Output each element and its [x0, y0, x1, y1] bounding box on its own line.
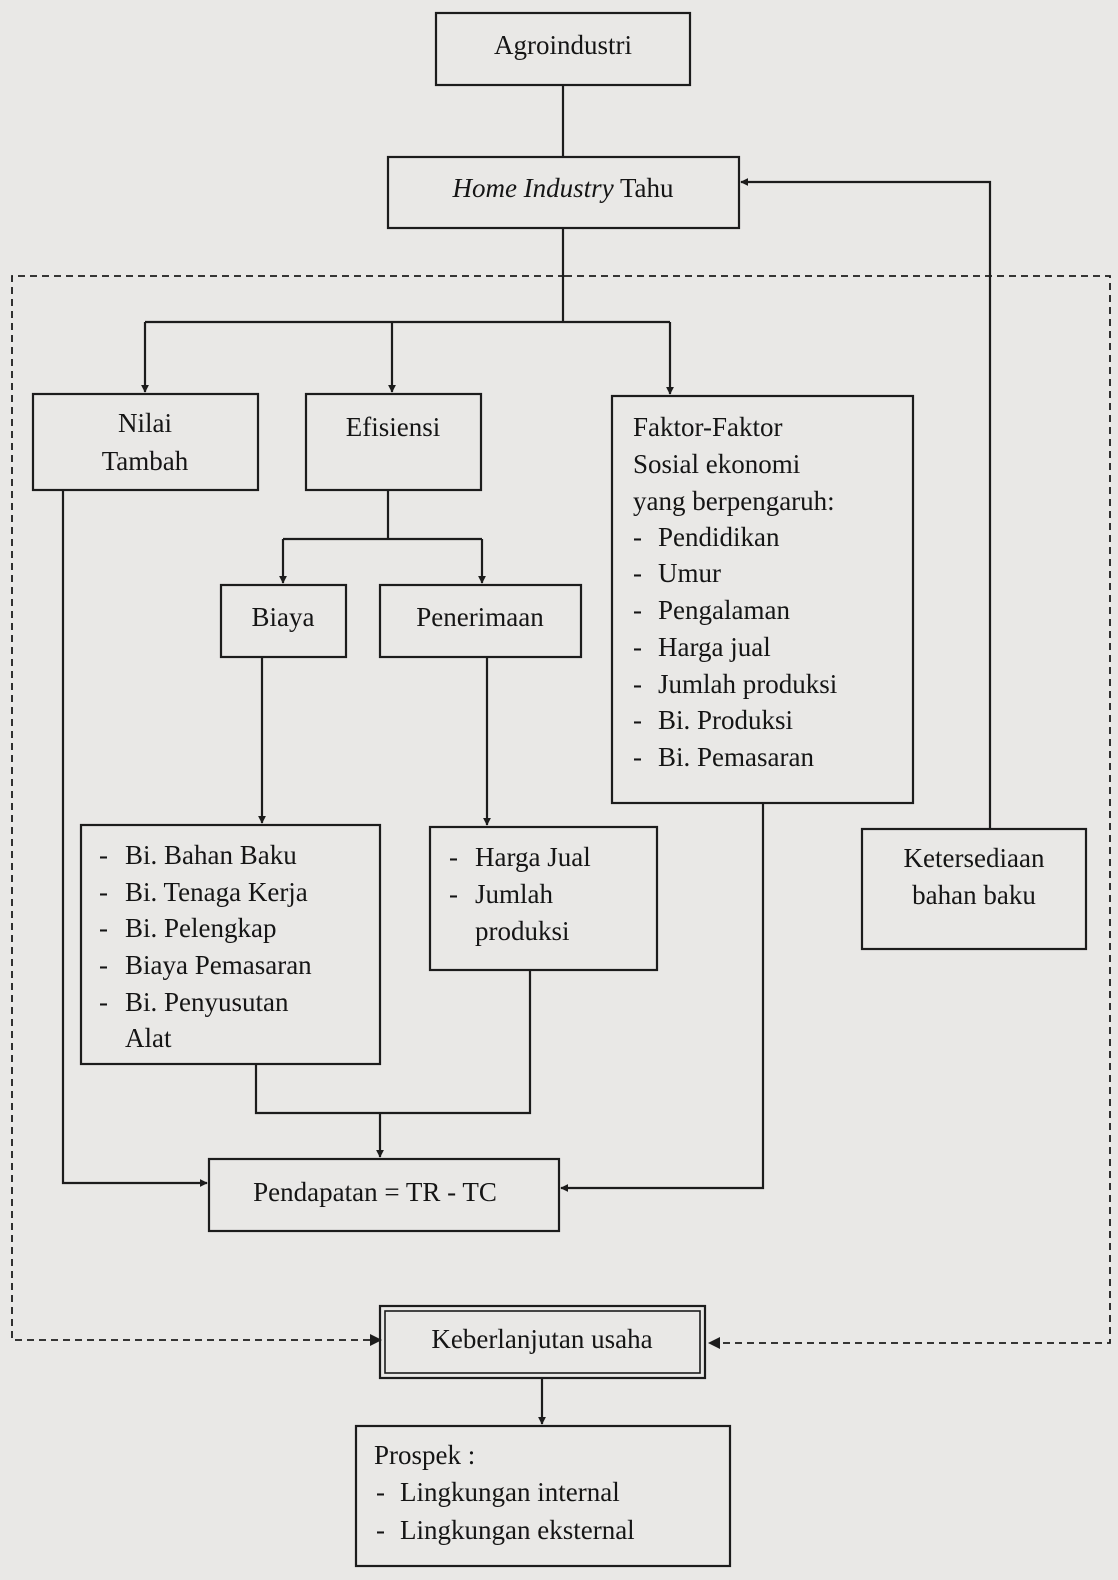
faktor-item: Bi. Pemasaran — [658, 742, 814, 772]
box-agroindustri: Agroindustri — [434, 11, 692, 87]
box-keberlanjutan-usaha: Keberlanjutan usaha — [378, 1304, 707, 1380]
box-faktor-sosial-ekonomi: Faktor-Faktor Sosial ekonomi yang berpen… — [610, 394, 915, 805]
faktor-item: Jumlah produksi — [658, 669, 837, 699]
arrow-ketersediaan-to-home-industry — [740, 178, 992, 829]
box-nilai-tambah: Nilai Tambah — [31, 392, 260, 492]
faktor-item: Pengalaman — [658, 595, 790, 625]
prospek-bullet: - — [376, 1515, 385, 1545]
faktor-bullet: - — [633, 705, 642, 735]
nilai-tambah-line-1: Nilai — [118, 408, 172, 438]
box-pendapatan: Pendapatan = TR - TC — [207, 1157, 561, 1233]
biaya-item-continued: Alat — [125, 1023, 172, 1053]
penerimaan-item-continued: produksi — [475, 916, 570, 946]
faktor-item: Harga jual — [658, 632, 771, 662]
dashed-arrowhead-left — [370, 1334, 382, 1346]
penerimaan-item: Harga Jual — [475, 842, 591, 872]
prospek-bullet: - — [376, 1477, 385, 1507]
penerimaan-label: Penerimaan — [416, 602, 544, 632]
scope-boundary-dashed — [11, 275, 565, 1341]
faktor-item: Bi. Produksi — [658, 705, 793, 735]
prospek-heading: Prospek : — [374, 1440, 475, 1470]
box-biaya: Biaya — [219, 583, 348, 659]
arrow-faktor-to-pendapatan — [560, 803, 765, 1192]
dashed-arrowhead-right — [708, 1337, 720, 1349]
box-penerimaan-items: - Harga Jual - Jumlah produksi — [428, 825, 659, 972]
biaya-item: Biaya Pemasaran — [125, 950, 312, 980]
faktor-heading-2: Sosial ekonomi — [633, 449, 800, 479]
faktor-heading-3: yang berpengaruh: — [633, 486, 835, 516]
scope-boundary-dashed-right — [565, 275, 1111, 1344]
biaya-items-list: - Bi. Bahan Baku - Bi. Tenaga Kerja - Bi… — [99, 840, 312, 1053]
biaya-bullet: - — [99, 840, 108, 870]
faktor-item: Umur — [658, 558, 721, 588]
biaya-bullet: - — [99, 950, 108, 980]
box-biaya-items: - Bi. Bahan Baku - Bi. Tenaga Kerja - Bi… — [79, 823, 382, 1066]
faktor-heading-1: Faktor-Faktor — [633, 412, 782, 442]
biaya-item: Bi. Tenaga Kerja — [125, 877, 308, 907]
connector-biaya-items-down — [254, 970, 532, 1115]
box-prospek: Prospek : - Lingkungan internal - Lingku… — [354, 1424, 732, 1568]
ketersediaan-line-2: bahan baku — [912, 880, 1036, 910]
keberlanjutan-label: Keberlanjutan usaha — [431, 1324, 652, 1354]
penerimaan-item: Jumlah — [475, 879, 553, 909]
biaya-bullet: - — [99, 877, 108, 907]
biaya-item: Bi. Penyusutan — [125, 987, 289, 1017]
faktor-bullet: - — [633, 522, 642, 552]
pendapatan-label: Pendapatan = TR - TC — [253, 1177, 497, 1207]
box-penerimaan: Penerimaan — [378, 583, 583, 659]
biaya-label: Biaya — [252, 602, 315, 632]
faktor-bullet: - — [633, 632, 642, 662]
agroindustri-label: Agroindustri — [494, 30, 632, 60]
prospek-item: Lingkungan internal — [400, 1477, 620, 1507]
ketersediaan-line-1: Ketersediaan — [904, 843, 1045, 873]
faktor-bullet: - — [633, 742, 642, 772]
box-efisiensi: Efisiensi — [304, 392, 483, 492]
penerimaan-bullet: - — [449, 879, 458, 909]
home-industry-label: Home Industry Tahu — [451, 173, 674, 203]
faktor-item: Pendidikan — [658, 522, 780, 552]
arrow-nilai-tambah-to-pendapatan — [61, 490, 208, 1187]
box-ketersediaan-bahan-baku: Ketersediaan bahan baku — [860, 827, 1088, 951]
nilai-tambah-line-2: Tambah — [102, 446, 189, 476]
penerimaan-bullet: - — [449, 842, 458, 872]
prospek-item: Lingkungan eksternal — [400, 1515, 635, 1545]
biaya-bullet: - — [99, 913, 108, 943]
faktor-list: - Pendidikan - Umur - Pengalaman - Harga… — [633, 522, 837, 772]
biaya-item: Bi. Bahan Baku — [125, 840, 297, 870]
faktor-bullet: - — [633, 558, 642, 588]
biaya-item: Bi. Pelengkap — [125, 913, 276, 943]
biaya-bullet: - — [99, 987, 108, 1017]
efisiensi-label: Efisiensi — [346, 412, 441, 442]
box-home-industry-tahu: Home Industry Tahu — [386, 155, 741, 230]
faktor-bullet: - — [633, 669, 642, 699]
faktor-bullet: - — [633, 595, 642, 625]
